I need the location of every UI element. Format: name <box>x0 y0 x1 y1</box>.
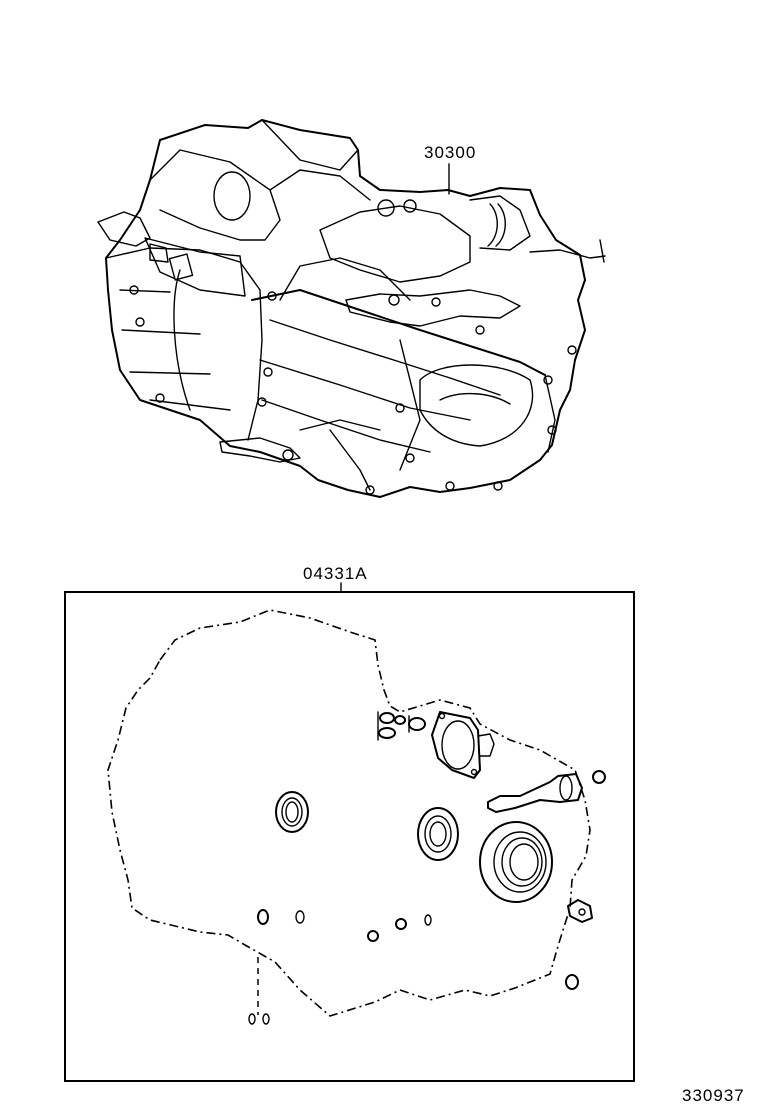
o-rings-upper <box>377 711 426 741</box>
gasket-kit-drawing <box>64 582 635 1082</box>
callout-30300: 30300 <box>424 143 477 162</box>
oil-seal-large <box>479 821 553 903</box>
drain-plug <box>567 899 593 923</box>
bolt-heads <box>129 285 577 495</box>
shift-boot <box>487 770 606 813</box>
oil-seal-center <box>417 807 459 861</box>
washers <box>248 909 579 1025</box>
kit-frame <box>64 591 635 1082</box>
flange-gasket <box>431 711 495 779</box>
oil-seal-left <box>275 791 309 833</box>
callout-04331a: 04331A <box>303 564 368 583</box>
transaxle-assembly-drawing <box>97 119 606 498</box>
illustration-number: 330937 <box>682 1086 745 1105</box>
